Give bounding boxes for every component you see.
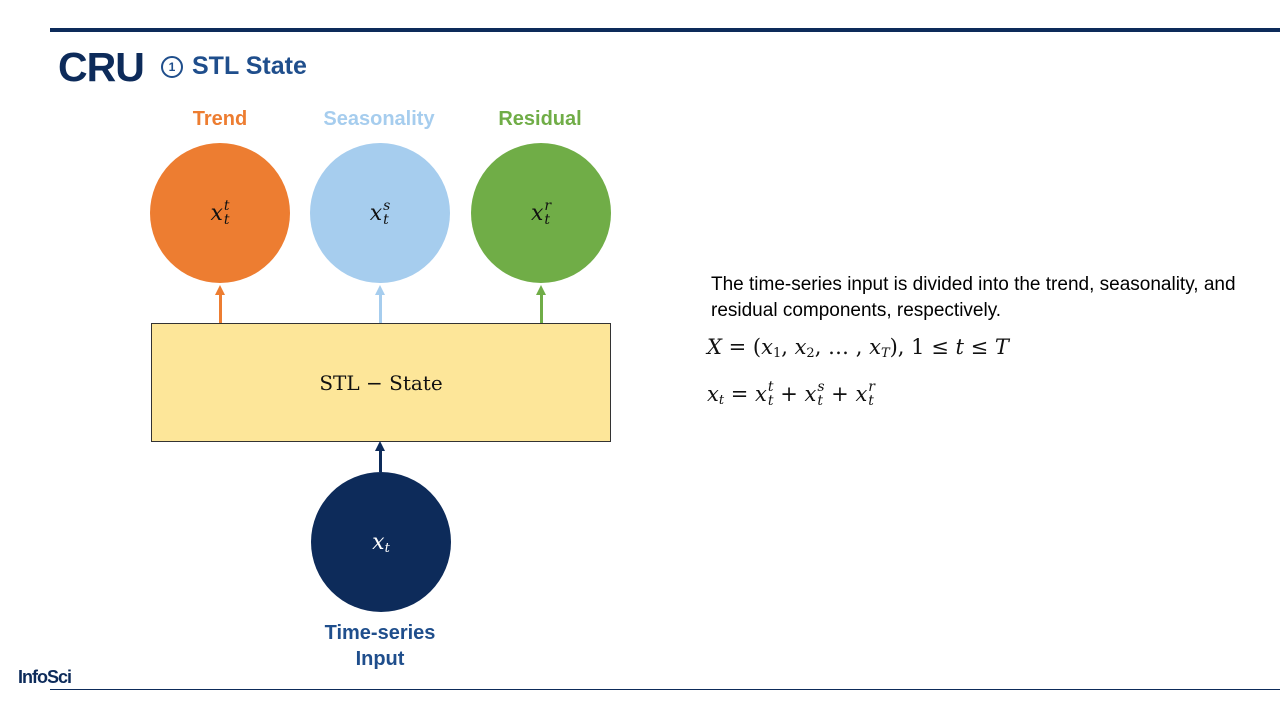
seasonality-arrow <box>379 294 382 323</box>
bottom-rule <box>50 689 1280 690</box>
input-node: x t <box>311 472 451 612</box>
subtitle-text: STL State <box>192 52 307 80</box>
residual-label: Residual <box>498 108 582 130</box>
section-subtitle: 1 STL State <box>161 52 307 81</box>
stl-state-box: STL − State <box>151 323 611 442</box>
input-arrow <box>379 450 382 472</box>
description-text: The time-series input is divided into th… <box>711 274 1236 321</box>
input-arrow-head <box>375 441 385 451</box>
top-rule <box>50 28 1280 32</box>
residual-arrow <box>540 294 543 323</box>
input-symbol: x t <box>372 529 390 556</box>
trend-arrow <box>219 294 222 323</box>
seasonality-label: Seasonality <box>323 108 435 130</box>
infosci-logo: InfoSci <box>18 667 72 687</box>
input-label: Time-series Input <box>324 622 436 670</box>
step-number-badge: 1 <box>161 55 183 78</box>
residual-arrow-head <box>536 285 546 295</box>
seasonality-arrow-head <box>375 285 385 295</box>
stl-state-label: STL − State <box>319 370 443 395</box>
trend-arrow-head <box>215 285 225 295</box>
trend-label: Trend <box>192 108 248 130</box>
page-title: CRU <box>58 44 145 90</box>
